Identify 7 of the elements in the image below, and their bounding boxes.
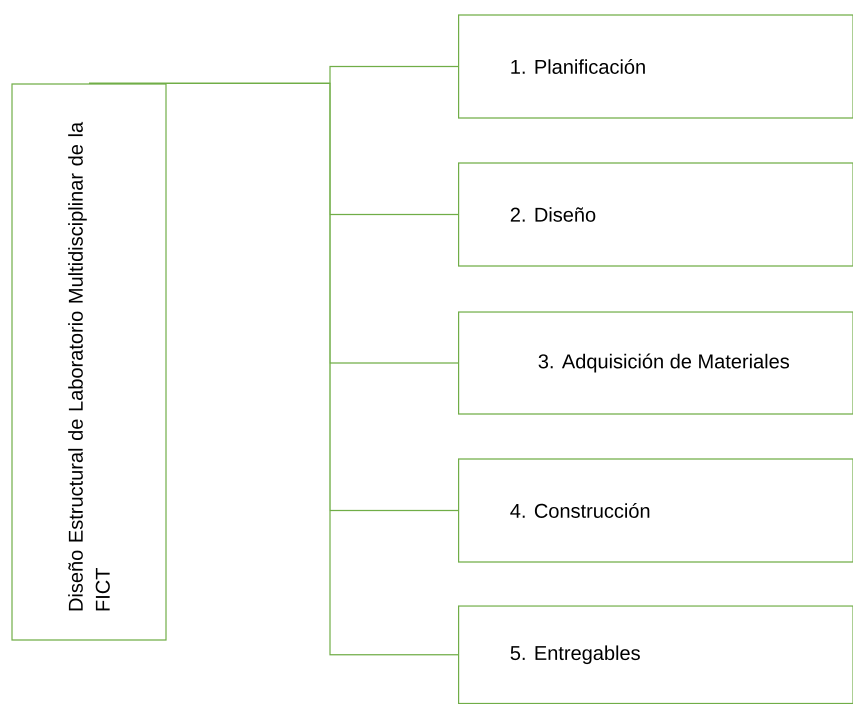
step-box: 1. Planificación: [458, 14, 853, 119]
step-box: 3. Adquisición de Materiales: [458, 311, 853, 415]
connector-line: [89, 82, 458, 656]
step-box: 5. Entregables: [458, 605, 853, 704]
step-box: 2. Diseño: [458, 162, 853, 267]
title-box: Diseño Estructural de Laboratorio Multidisciplinar de la FICT: [11, 83, 167, 641]
step-box: 4. Construcción: [458, 458, 853, 563]
